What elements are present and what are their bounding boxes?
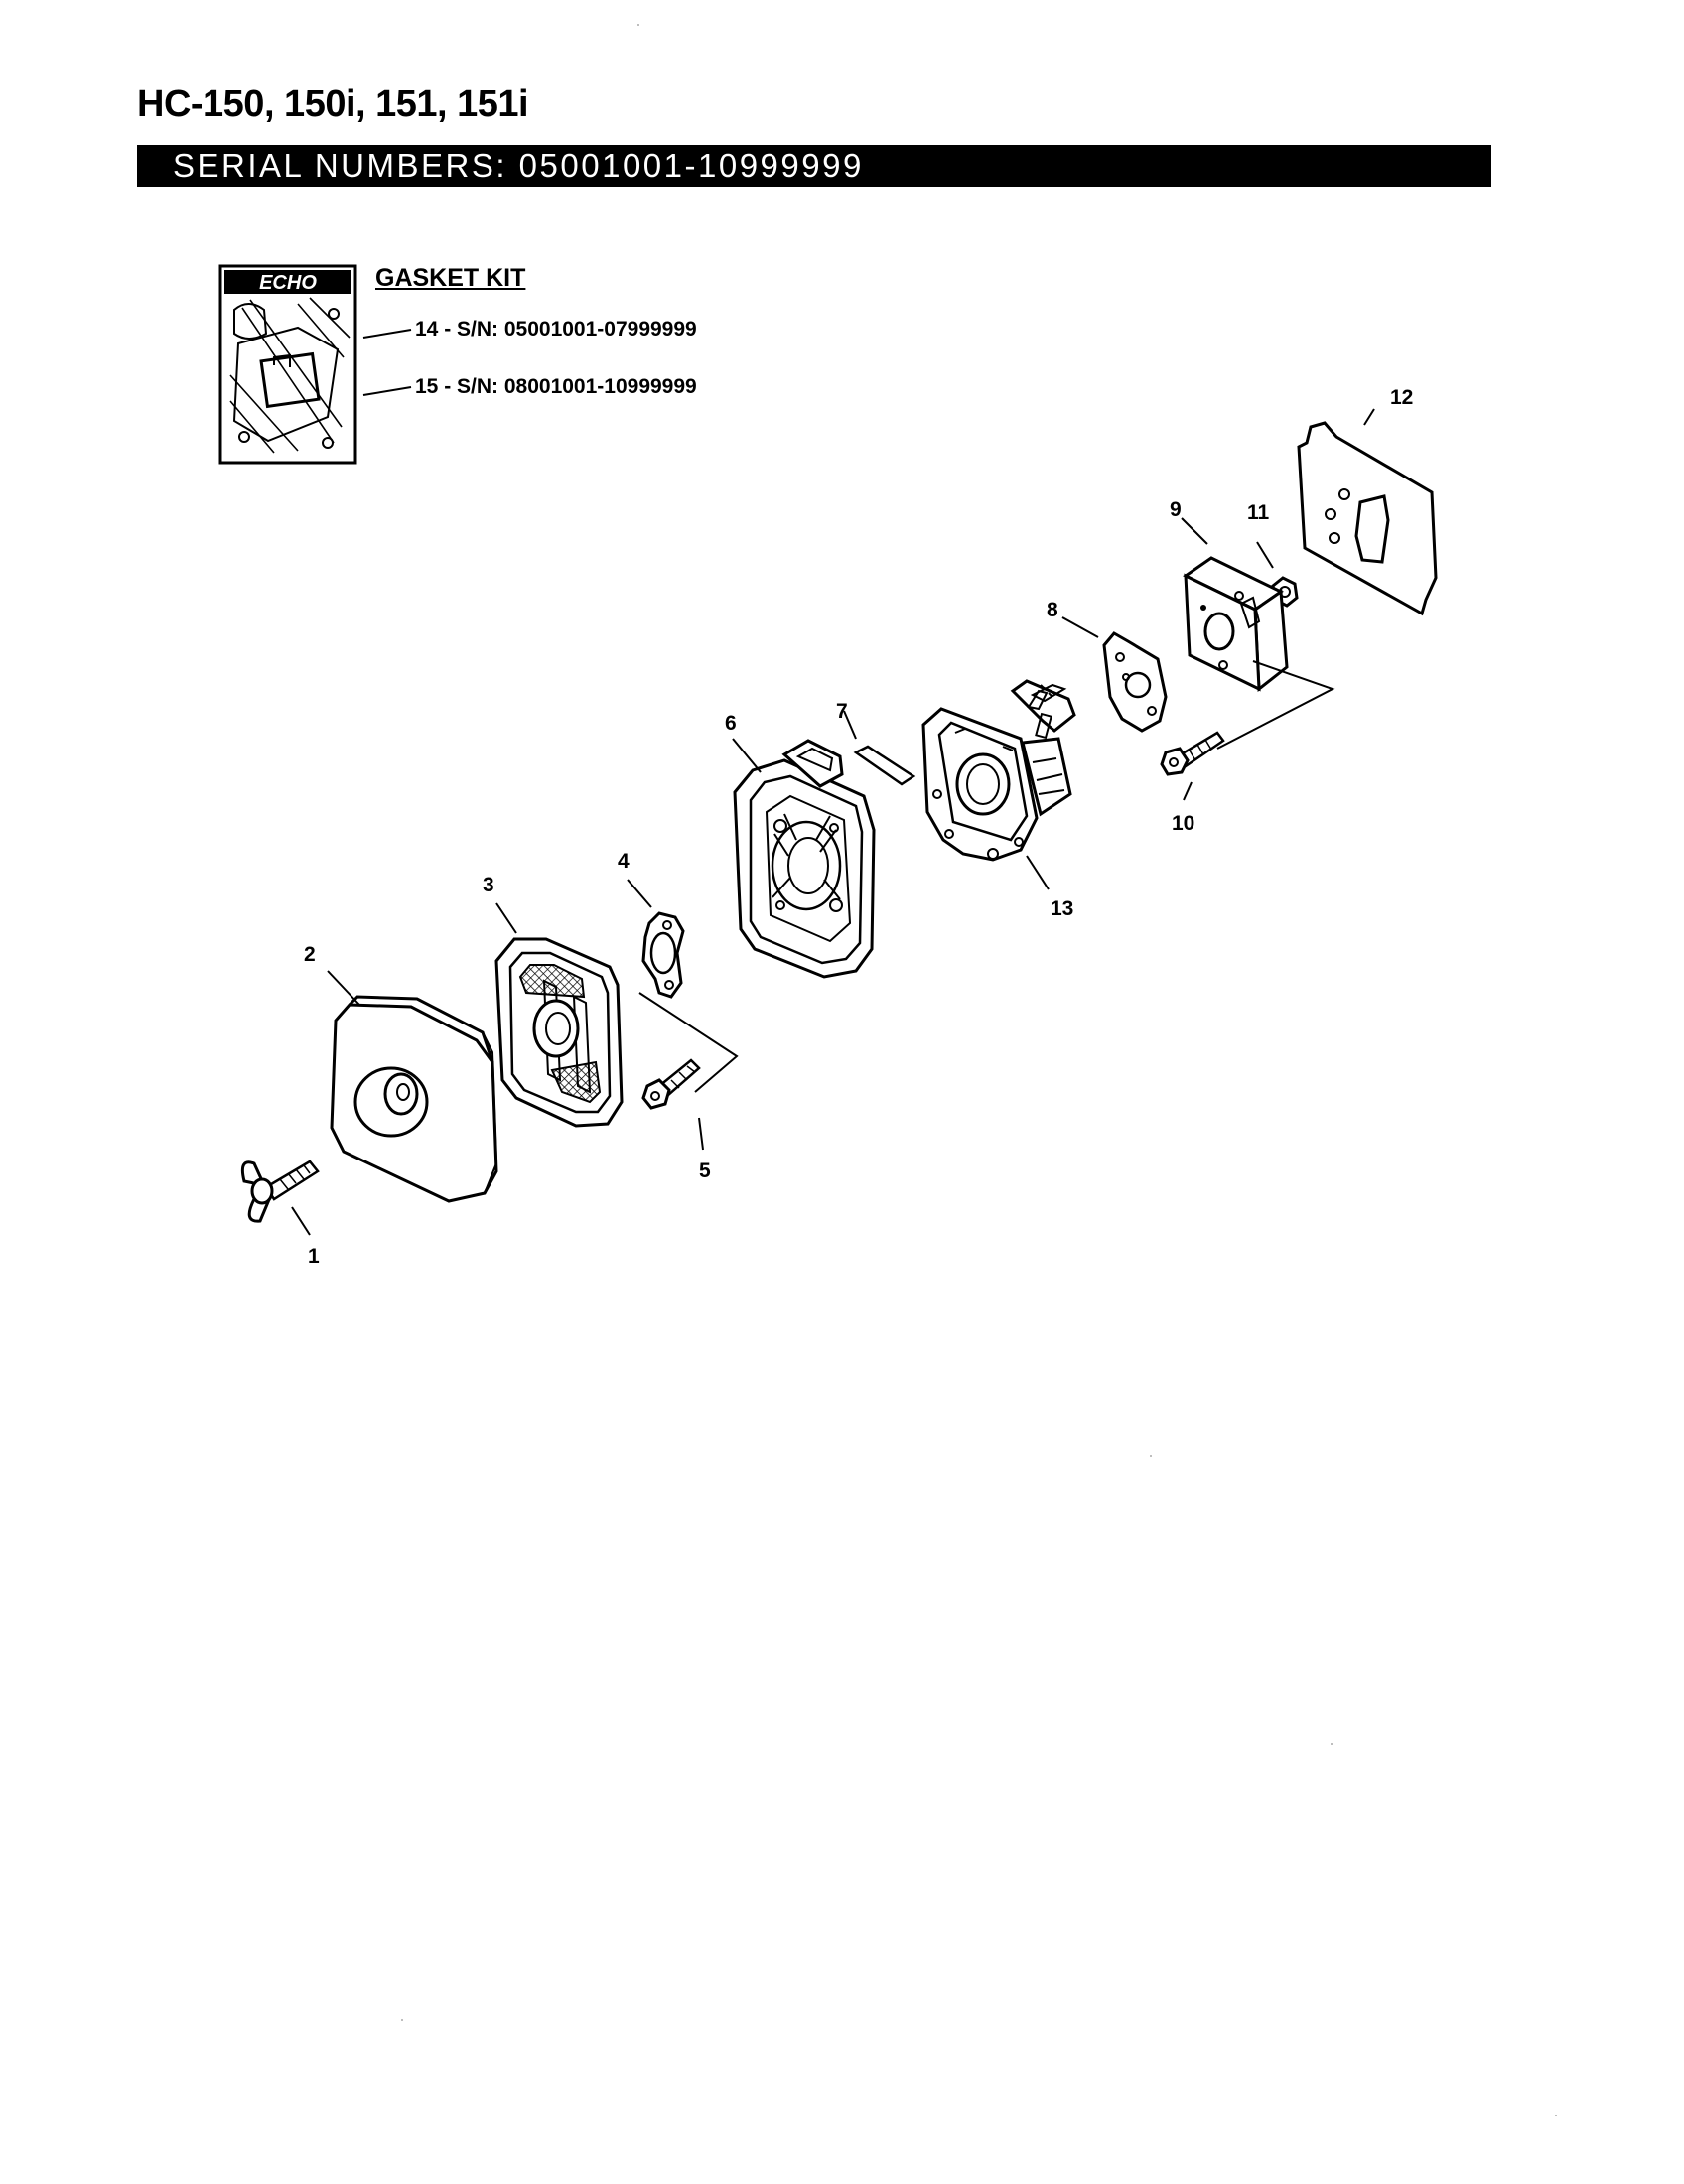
kit-leader-15 [362,386,412,396]
scan-speck [401,2019,403,2021]
bolt-5-icon [641,1058,701,1110]
scan-speck [1555,2115,1557,2116]
callout-1: 1 [308,1245,320,1268]
callout-7: 7 [836,700,848,723]
callout-2: 2 [304,943,316,966]
callout-9: 9 [1170,498,1182,521]
echo-logo: ECHO [259,272,317,294]
callout-4: 4 [618,850,630,873]
callout-3: 3 [483,874,494,896]
air-cleaner-cover-icon [330,995,498,1203]
gasket-kit-entry-15: 15 - S/N: 08001001-10999999 [415,375,697,398]
air-cleaner-case-icon [733,739,876,979]
insulator-gasket-icon [1297,421,1438,616]
gasket-kit-package-icon: ECHO [218,264,357,465]
scan-speck [637,24,639,26]
scan-speck [1331,1743,1333,1745]
scan-speck [1150,1455,1152,1457]
kit-leader-14 [362,329,412,339]
callout-6: 6 [725,712,737,735]
model-title: HC-150, 150i, 151, 151i [137,83,529,125]
gasket-kit-entry-14: 14 - S/N: 05001001-07999999 [415,318,697,341]
insulator-icon [1183,556,1289,692]
callout-8: 8 [1047,599,1058,621]
callout-12: 12 [1390,386,1413,409]
carburetor-gasket-icon [1102,631,1168,733]
wing-bolt-icon [240,1160,320,1223]
plate-icon [641,911,685,999]
bolt-10-icon [1160,731,1225,776]
callout-5: 5 [699,1160,711,1182]
callout-10: 10 [1172,812,1194,835]
gasket-strip-icon [853,745,916,786]
gasket-kit-title: GASKET KIT [375,264,526,292]
callout-13: 13 [1051,897,1073,920]
serial-number-text: SERIAL NUMBERS: 05001001-10999999 [173,147,864,184]
serial-number-bar: SERIAL NUMBERS: 05001001-10999999 [137,145,1491,187]
air-filter-element-icon [494,937,624,1128]
callout-11: 11 [1247,501,1270,524]
carburetor-icon [921,679,1076,862]
